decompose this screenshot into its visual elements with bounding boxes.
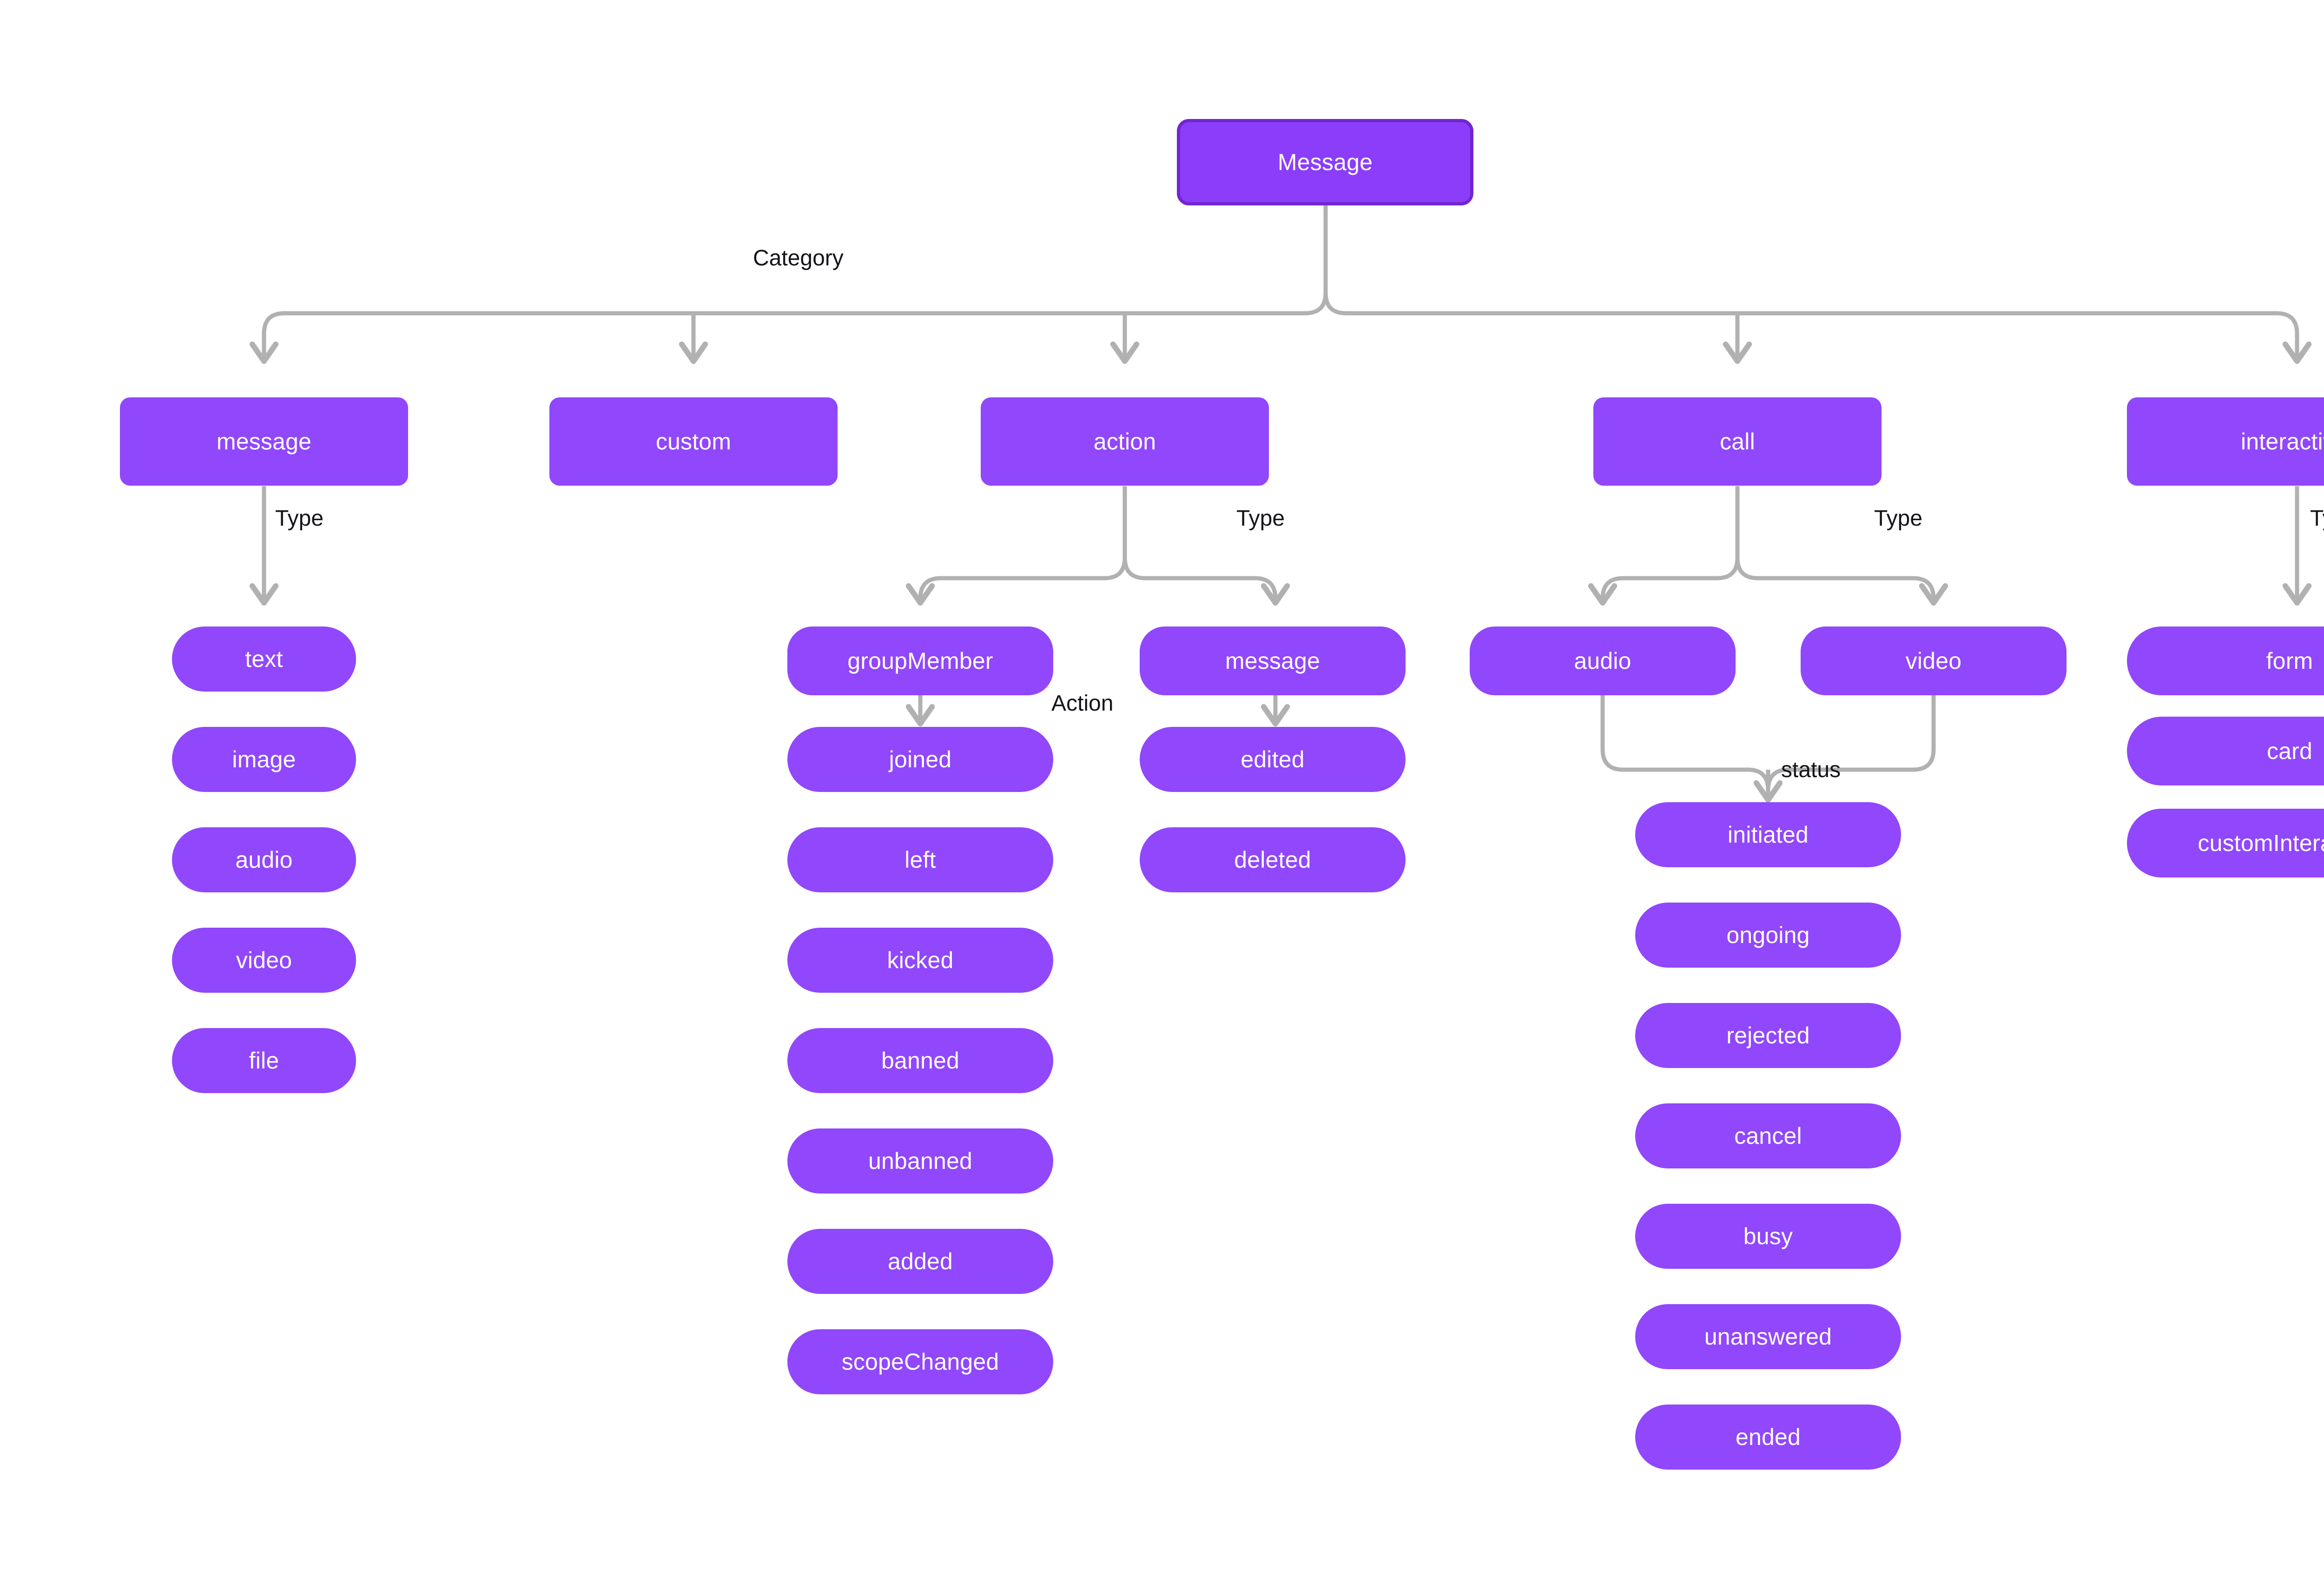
node-label: deleted xyxy=(1234,847,1311,873)
node-label: text xyxy=(245,646,283,672)
edge-label-type-call: Type xyxy=(1874,506,1923,531)
node-call-status-cancel[interactable]: cancel xyxy=(1635,1103,1901,1168)
node-groupmember-action-scopechanged[interactable]: scopeChanged xyxy=(787,1329,1053,1394)
node-action-type-message[interactable]: message xyxy=(1140,627,1406,695)
node-label: unanswered xyxy=(1704,1324,1832,1350)
node-category-action[interactable]: action xyxy=(981,397,1269,486)
node-label: call xyxy=(1720,429,1755,455)
node-message-type-video[interactable]: video xyxy=(172,928,356,993)
node-groupmember-action-banned[interactable]: banned xyxy=(787,1028,1053,1093)
node-message-type-text[interactable]: text xyxy=(172,627,356,692)
node-label: added xyxy=(887,1248,953,1274)
node-label: Message xyxy=(1277,149,1373,175)
node-groupmember-action-added[interactable]: added xyxy=(787,1229,1053,1294)
node-call-status-ended[interactable]: ended xyxy=(1635,1405,1901,1470)
node-label: audio xyxy=(235,847,293,873)
node-label: kicked xyxy=(887,947,954,973)
edge-label-category: Category xyxy=(753,246,844,270)
node-message-action-edited[interactable]: edited xyxy=(1140,727,1406,792)
node-label: initiated xyxy=(1727,822,1809,848)
node-label: unbanned xyxy=(868,1148,973,1174)
node-call-status-unanswered[interactable]: unanswered xyxy=(1635,1304,1901,1369)
node-label: video xyxy=(236,947,292,973)
node-label: cancel xyxy=(1734,1123,1802,1149)
node-label: image xyxy=(232,746,296,772)
edge-label-type-action: Type xyxy=(1236,506,1285,531)
node-label: joined xyxy=(889,746,952,772)
node-label: rejected xyxy=(1726,1022,1810,1049)
node-interactive-type-custominteractive[interactable]: customInteractive xyxy=(2127,809,2324,877)
node-label: card xyxy=(2266,738,2313,764)
node-label: action xyxy=(1093,429,1156,455)
node-label: audio xyxy=(1574,648,1631,674)
node-call-status-busy[interactable]: busy xyxy=(1635,1204,1901,1269)
node-call-status-rejected[interactable]: rejected xyxy=(1635,1003,1901,1068)
node-interactive-type-form[interactable]: form xyxy=(2127,627,2324,695)
node-label: banned xyxy=(881,1048,960,1074)
node-label: edited xyxy=(1241,746,1305,772)
node-root-message[interactable]: Message xyxy=(1177,119,1473,205)
edge-label-type-interactive: Type xyxy=(2310,506,2324,531)
node-label: customInteractive xyxy=(2198,830,2324,856)
node-label: ongoing xyxy=(1726,922,1810,948)
node-label: message xyxy=(216,429,312,455)
node-category-call[interactable]: call xyxy=(1593,397,1882,486)
node-label: file xyxy=(249,1048,279,1074)
node-category-message[interactable]: message xyxy=(120,397,408,486)
node-message-type-file[interactable]: file xyxy=(172,1028,356,1093)
node-groupmember-action-joined[interactable]: joined xyxy=(787,727,1053,792)
node-category-custom[interactable]: custom xyxy=(549,397,838,486)
node-label: busy xyxy=(1743,1223,1793,1249)
node-call-type-audio[interactable]: audio xyxy=(1470,627,1736,695)
node-label: custom xyxy=(655,429,732,455)
node-groupmember-action-left[interactable]: left xyxy=(787,827,1053,892)
node-message-type-audio[interactable]: audio xyxy=(172,827,356,892)
node-label: video xyxy=(1905,648,1962,674)
node-label: ended xyxy=(1735,1424,1801,1450)
node-label: scopeChanged xyxy=(841,1349,999,1375)
node-label: interactive xyxy=(2240,429,2324,455)
node-label: groupMember xyxy=(847,648,993,674)
node-interactive-type-card[interactable]: card xyxy=(2127,717,2324,785)
node-action-type-groupmember[interactable]: groupMember xyxy=(787,627,1053,695)
node-groupmember-action-unbanned[interactable]: unbanned xyxy=(787,1128,1053,1194)
node-message-type-image[interactable]: image xyxy=(172,727,356,792)
edge-label-action: Action xyxy=(1051,691,1114,716)
node-message-action-deleted[interactable]: deleted xyxy=(1140,827,1406,892)
node-call-type-video[interactable]: video xyxy=(1801,627,2067,695)
edge-label-type-message: Type xyxy=(275,506,324,531)
node-label: left xyxy=(905,847,936,873)
node-call-status-ongoing[interactable]: ongoing xyxy=(1635,903,1901,968)
node-category-interactive[interactable]: interactive xyxy=(2127,397,2324,486)
node-call-status-initiated[interactable]: initiated xyxy=(1635,802,1901,867)
node-groupmember-action-kicked[interactable]: kicked xyxy=(787,928,1053,993)
node-label: message xyxy=(1225,648,1320,674)
node-label: form xyxy=(2266,648,2313,674)
edge-label-status: status xyxy=(1781,758,1841,782)
